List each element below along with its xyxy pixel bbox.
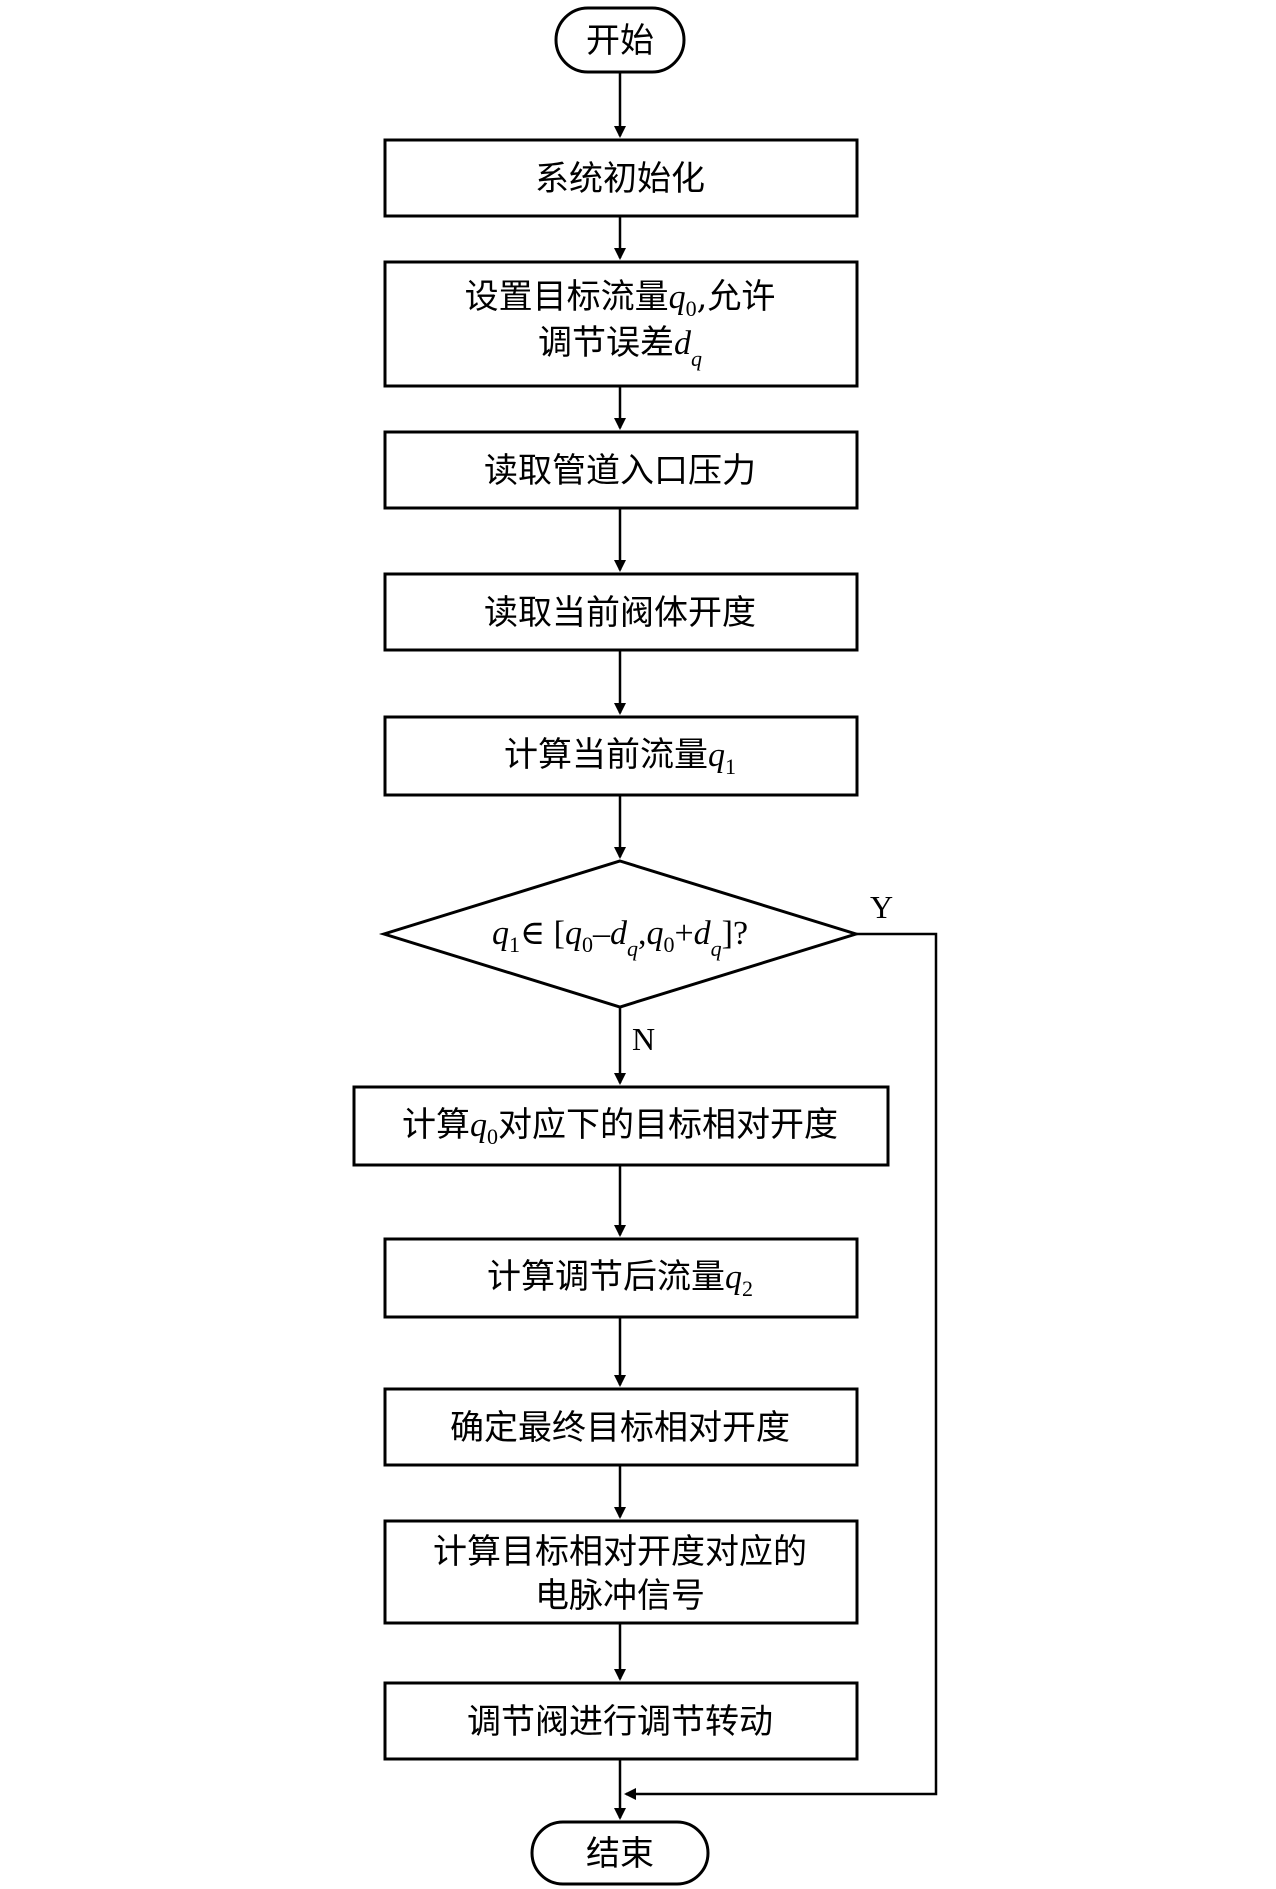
calc-flow-box [383,715,859,797]
rotate-box [383,1681,859,1761]
set-target-line2: 调节误差dq [538,323,702,371]
rotate-label: 调节阀进行调节转动 [467,1702,773,1742]
end-label: 结束 [586,1834,654,1874]
calc-target-box [352,1085,890,1167]
start-label: 开始 [586,21,654,61]
set-target-line1: 设置目标流量q0,允许 [465,277,776,321]
final-opening-box [383,1387,859,1467]
no-label: N [632,1021,655,1057]
decision-label: q1∈ [q0–dq,q0+dq]? [492,915,748,961]
pulse-box [383,1519,859,1625]
read-opening-box [383,572,859,652]
final-opening-label: 确定最终目标相对开度 [450,1408,790,1448]
yes-label: Y [870,889,893,925]
calc-adjusted-label: 计算调节后流量q2 [487,1257,753,1301]
read-pressure-box [383,430,859,510]
edge-yes-bypass [624,932,938,1800]
read-opening-label: 读取当前阀体开度 [484,593,756,633]
calc-target-label: 计算q0对应下的目标相对开度 [402,1105,838,1149]
pulse-line1: 计算目标相对开度对应的 [433,1532,807,1572]
pulse-line2: 电脉冲信号 [535,1576,705,1616]
read-pressure-label: 读取管道入口压力 [484,451,756,491]
end-terminal [530,1820,710,1886]
calc-flow-label: 计算当前流量q1 [504,735,736,779]
init-box [383,138,859,218]
init-label: 系统初始化 [535,159,705,199]
calc-adjusted-box [383,1237,859,1319]
